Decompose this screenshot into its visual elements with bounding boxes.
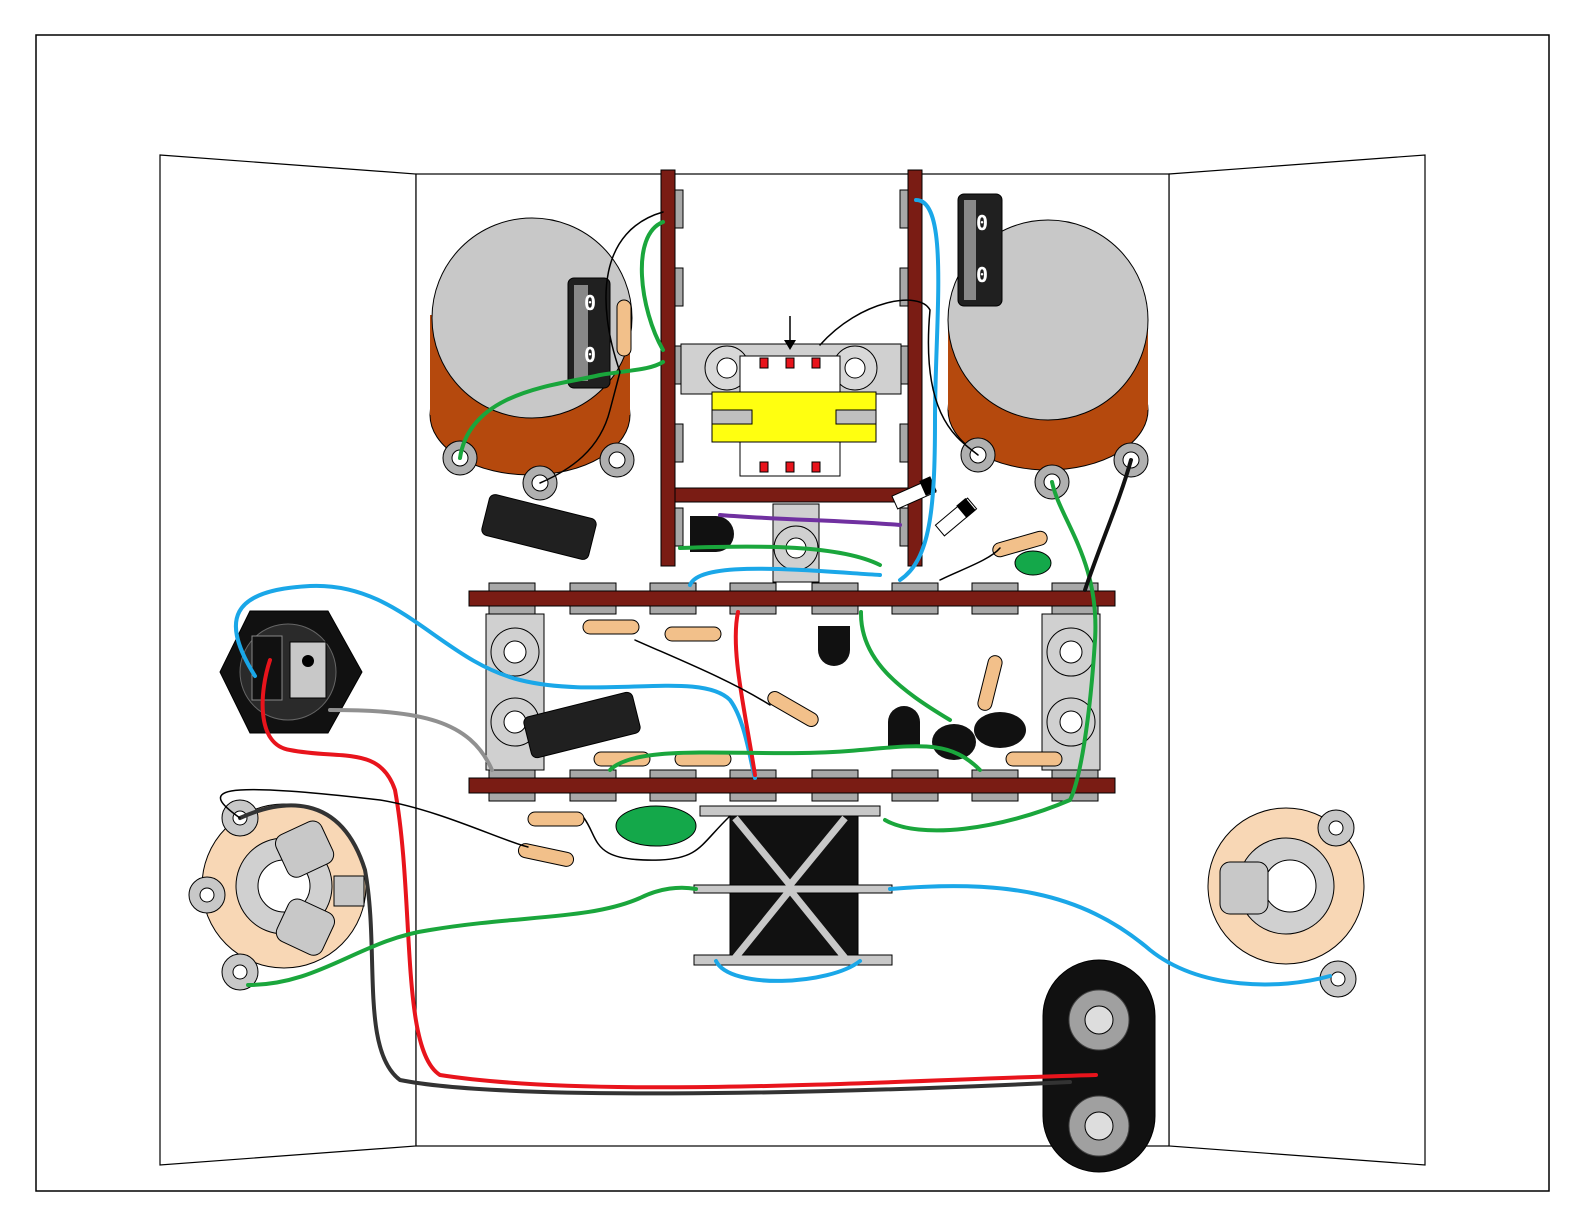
resistor-9	[1006, 752, 1062, 766]
resistor-1	[617, 300, 631, 356]
right-cap-mark-bottom: 0	[976, 263, 988, 287]
resistor-10	[528, 812, 584, 826]
transistor-3	[888, 706, 920, 748]
transistor-2	[818, 626, 850, 666]
resistor-2	[583, 620, 639, 634]
resistor-3	[665, 627, 721, 641]
left-cap-mark-bottom: 0	[584, 343, 596, 367]
enclosure-right-wall	[1169, 155, 1425, 1165]
right-cap-mark-top: 0	[976, 211, 988, 235]
vboard-right	[908, 170, 922, 566]
battery-snap	[1043, 960, 1155, 1172]
film-cap-small	[1015, 551, 1051, 575]
board-lower	[469, 778, 1115, 793]
hboard-top-small	[675, 488, 908, 502]
left-cap-mark-top: 0	[584, 291, 596, 315]
vboard-left	[661, 170, 675, 566]
board-upper	[469, 591, 1115, 606]
film-cap-large	[616, 806, 696, 846]
